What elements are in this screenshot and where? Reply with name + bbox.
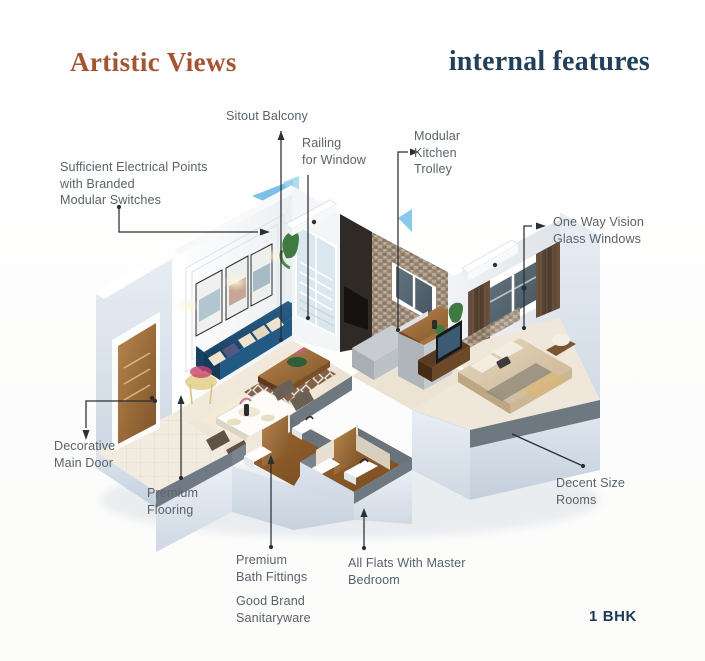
wash-basin-1 — [292, 415, 322, 440]
ac-unit-living — [285, 199, 337, 236]
annotation-good-brand-sanitaryware: Good Brand Sanitaryware — [236, 594, 311, 625]
annotation-premium-flooring: Premium Flooring — [147, 486, 199, 517]
annotation-electrical-points: Sufficient Electrical Points with Brande… — [60, 160, 208, 207]
nightstand — [546, 334, 576, 356]
annotation-modular-kitchen-trolley: Modular Kitchen Trolley — [414, 129, 461, 176]
annotation-decent-size-rooms: Decent Size Rooms — [556, 476, 626, 507]
tv-unit — [418, 320, 470, 382]
page-title-left: Artistic Views — [70, 47, 237, 77]
balcony-railing — [299, 299, 335, 327]
annotation-premium-bath-fittings: Premium Bath Fittings — [236, 553, 308, 584]
annotation-railing-for-window: Railing for Window — [302, 136, 366, 167]
ac-unit-bedroom — [461, 239, 519, 281]
side-table — [185, 366, 217, 405]
sofa — [196, 301, 304, 380]
annotation-sitout-balcony: Sitout Balcony — [226, 109, 308, 123]
wash-basin-2 — [344, 458, 378, 485]
sitout-balcony — [279, 186, 372, 352]
annotation-decorative-main-door: Decorative Main Door — [54, 439, 116, 470]
annotation-master-bedroom: All Flats With Master Bedroom — [348, 556, 466, 587]
annotation-one-way-vision-glass: One Way Vision Glass Windows — [553, 215, 644, 246]
bed — [458, 338, 572, 414]
bathrooms — [156, 414, 412, 552]
water-closet-1 — [244, 446, 272, 470]
page-title-right: internal features — [448, 46, 650, 77]
plan-type-label: 1 BHK — [588, 608, 637, 625]
